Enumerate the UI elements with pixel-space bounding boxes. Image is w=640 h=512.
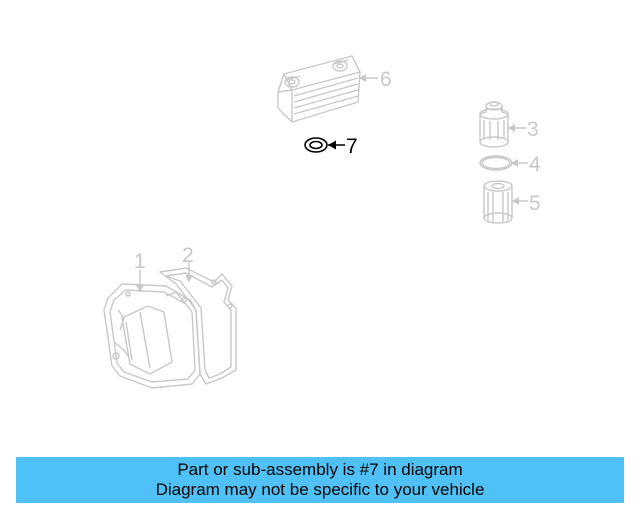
part-2-gasket[interactable] (159, 267, 237, 385)
callout-3-label: 3 (527, 118, 539, 141)
callout-7-label: 7 (346, 135, 358, 158)
banner-line-2: Diagram may not be specific to your vehi… (155, 480, 485, 499)
callout-1-label: 1 (134, 250, 146, 273)
callout-2: 2 (182, 244, 194, 282)
callout-6-label: 6 (380, 68, 392, 91)
callout-3: 3 (508, 118, 539, 141)
part-6-oil-cooler[interactable] (277, 55, 361, 123)
parts-diagram: 6 7 3 4 (103, 55, 541, 389)
banner-line-1: Part or sub-assembly is #7 in diagram (177, 460, 463, 479)
callout-7: 7 (328, 135, 358, 158)
info-banner: Part or sub-assembly is #7 in diagram Di… (16, 457, 624, 503)
callout-5: 5 (512, 192, 541, 215)
part-3-filter-cap[interactable] (479, 101, 509, 148)
callout-1: 1 (134, 250, 146, 292)
callout-5-label: 5 (529, 192, 541, 215)
callout-2-label: 2 (182, 244, 194, 267)
part-5-filter-element[interactable] (483, 180, 513, 224)
callout-4-label: 4 (529, 153, 541, 176)
callout-6: 6 (359, 68, 392, 91)
callout-4: 4 (511, 153, 541, 176)
part-4-o-ring[interactable] (479, 155, 513, 171)
part-7-seal-ring[interactable] (304, 137, 328, 153)
part-1-oil-pan[interactable] (103, 283, 201, 389)
